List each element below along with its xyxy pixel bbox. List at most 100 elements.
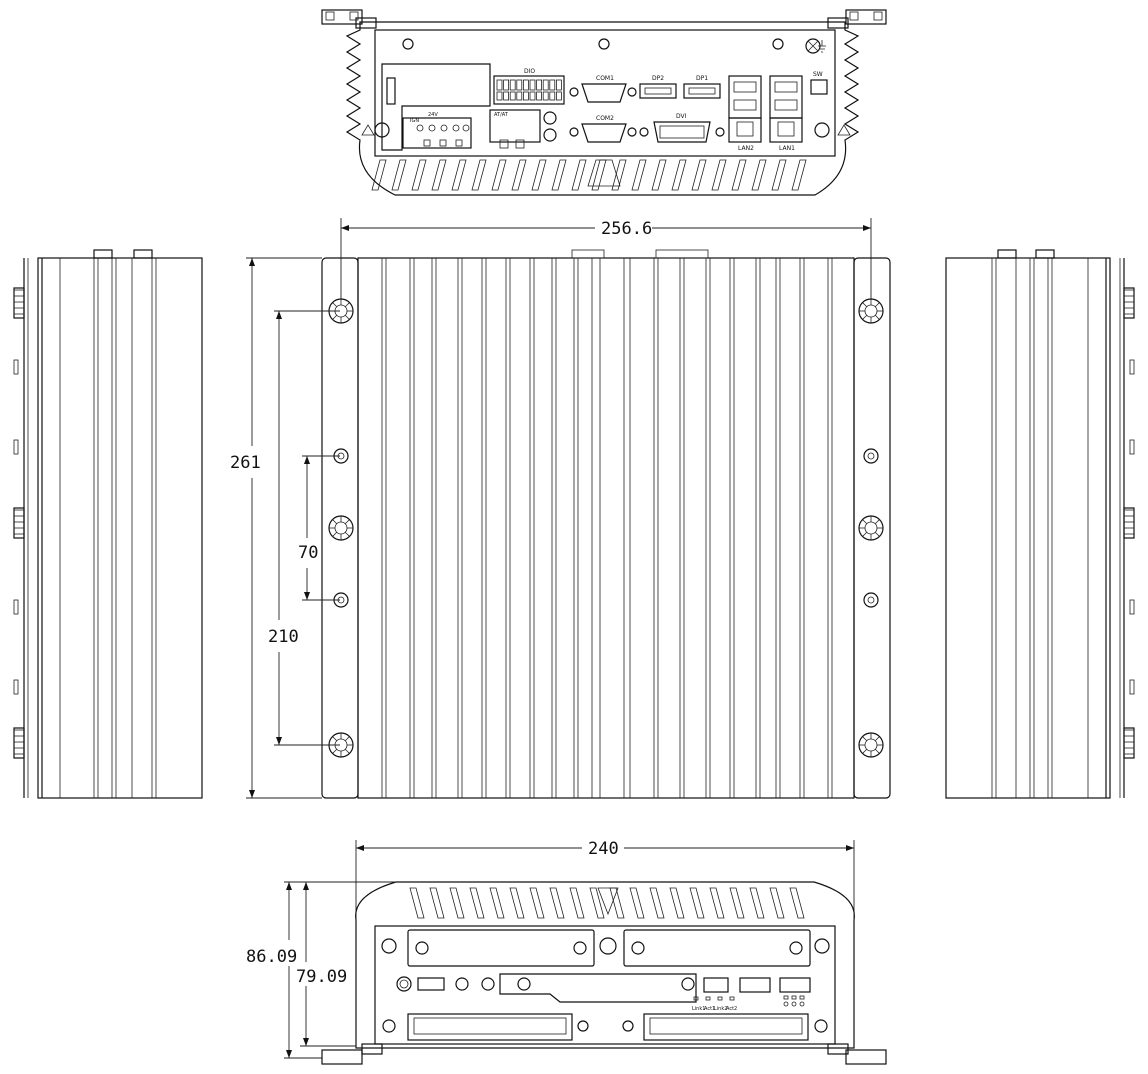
screw-hole <box>598 38 610 50</box>
dimension-hole-outer: 210 <box>268 310 340 746</box>
lan1-label: LAN1 <box>779 145 795 152</box>
com2-port: COM2 <box>569 115 637 143</box>
mount-hole-inner <box>334 521 348 535</box>
dvi-port: DVI <box>639 113 725 143</box>
side-notch <box>13 359 19 375</box>
dio-pin <box>509 79 516 91</box>
usb-port-front <box>779 977 811 993</box>
drive-bay-left <box>407 1013 573 1041</box>
heatsink-fin <box>571 159 587 191</box>
hole-slot <box>862 531 868 537</box>
rear-panel-view: 24V IGN AT/AT DIO COM1 COM2 DP <box>321 9 887 196</box>
mount-hole-inner <box>867 452 875 460</box>
status-led <box>783 995 789 1000</box>
dio-pin <box>549 79 556 91</box>
dp2-port: DP2 <box>639 75 677 99</box>
heatsink-fin <box>411 159 427 191</box>
mount-hole-inner <box>867 596 875 604</box>
dc-terminal-block <box>402 117 472 149</box>
com1-label: COM1 <box>596 75 614 82</box>
dio-pin <box>556 91 562 101</box>
status-led <box>791 1001 797 1007</box>
hole-slot <box>332 302 338 308</box>
heatsink-fin <box>587 159 621 187</box>
side-notch <box>13 679 19 695</box>
dio-pin <box>503 79 510 91</box>
hole-slot <box>874 519 880 525</box>
dim-hole-inner-label: 70 <box>298 543 318 563</box>
side-bracket <box>13 287 25 319</box>
hole-slot <box>874 748 880 754</box>
status-led <box>729 996 735 1001</box>
heatsink-fin <box>691 159 707 191</box>
mount-hole-inner <box>864 304 878 318</box>
dimension-width-bottom: 240 <box>355 839 855 920</box>
hole-slot <box>332 748 338 754</box>
mount-hole-inner <box>864 521 878 535</box>
heatsink-fin <box>549 887 565 919</box>
screw-hole <box>402 38 414 50</box>
bracket-top-left <box>321 9 377 29</box>
status-led <box>799 1001 805 1007</box>
side-bracket <box>13 727 25 759</box>
hole-slot <box>874 302 880 308</box>
hole-slot <box>874 736 880 742</box>
hole-slot <box>344 736 350 742</box>
expansion-cover-left <box>407 929 595 967</box>
heatsink-fin <box>769 887 785 919</box>
heatsink-fin <box>669 887 685 919</box>
usb-port-front <box>739 977 771 993</box>
dio-pin <box>523 91 529 101</box>
side-bracket <box>1123 287 1135 319</box>
dimension-heights-bottom: 86.09 79.09 <box>246 881 396 1059</box>
side-bracket <box>1123 727 1135 759</box>
bracket-bottom-left <box>321 1049 363 1065</box>
mount-hole-small <box>863 448 879 464</box>
hole-slot <box>332 736 338 742</box>
sim-card-slot <box>499 973 697 1003</box>
front-io-plate <box>374 925 836 1045</box>
dim-width-bottom-label: 240 <box>588 839 619 859</box>
side-notch <box>1129 439 1135 455</box>
drive-bay-right <box>643 1013 809 1041</box>
com2-label: COM2 <box>596 115 614 122</box>
dim-height-total-label: 86.09 <box>246 947 297 967</box>
heatsink-fin <box>651 159 667 191</box>
heatsink-fin <box>469 887 485 919</box>
mount-hole <box>374 122 390 138</box>
dim-hole-outer-label: 210 <box>268 627 299 647</box>
heatsink-fin <box>491 159 507 191</box>
heatsink-fin <box>709 887 725 919</box>
hole-slot <box>862 314 868 320</box>
heatsink-fin <box>569 887 585 919</box>
dimension-width-top: 256.6 <box>340 218 872 300</box>
mount-hole-inner <box>864 738 878 752</box>
heatsink-fin <box>729 887 745 919</box>
dp2-label: DP2 <box>652 75 664 82</box>
heatsink-fin <box>429 887 445 919</box>
hole-slot <box>862 736 868 742</box>
dio-pin <box>542 79 549 91</box>
heatsink-fin <box>511 159 527 191</box>
heatsink-fin <box>409 887 425 919</box>
heatsink-fin <box>591 159 607 191</box>
heatsink-fin <box>509 887 525 919</box>
heatsink-fin <box>631 159 647 191</box>
heatsink-fin <box>711 159 727 191</box>
hole-slot <box>344 531 350 537</box>
side-notch <box>1129 359 1135 375</box>
hole-slot <box>344 519 350 525</box>
dio-pin <box>523 79 529 91</box>
heatsink-fin <box>611 159 627 191</box>
rear-io-plate <box>374 29 836 157</box>
front-panel-view: Link1 Act1 Link2 Act2 <box>321 881 887 1065</box>
dio-label: DIO <box>524 68 535 75</box>
heatsink-fin <box>749 887 765 919</box>
bracket-bottom-right <box>845 1049 887 1065</box>
dio-connector <box>493 75 565 105</box>
dio-pin <box>503 91 510 101</box>
side-notch <box>1129 599 1135 615</box>
top-body <box>357 257 855 799</box>
usb-port-front <box>703 977 729 993</box>
